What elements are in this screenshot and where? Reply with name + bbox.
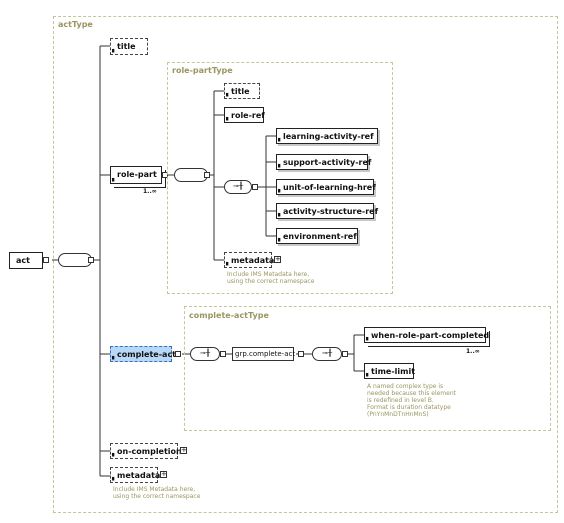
unit-of-learning-href-element[interactable]: unit-of-learning-href ▖ — [276, 179, 376, 195]
environment-ref-element[interactable]: environment-ref ▖ — [276, 228, 358, 244]
on-completion-expand-icon[interactable]: + — [180, 446, 187, 454]
element-corner-icon: ▖ — [112, 474, 117, 481]
role-part-metadata-element[interactable]: metadata ▖ — [224, 252, 275, 268]
act-label: act — [16, 256, 30, 265]
grp-complete-act-toggle[interactable] — [298, 351, 304, 357]
role-part-type-label: role-partType — [172, 66, 233, 75]
element-corner-icon: ▖ — [112, 450, 117, 457]
activity-structure-ref-label: activity-structure-ref — [283, 207, 379, 216]
role-part-element[interactable]: role-part ▖ — [110, 166, 162, 184]
element-corner-icon: ▖ — [278, 235, 283, 242]
element-corner-icon: ▖ — [278, 186, 283, 193]
time-limit-element[interactable]: time-limit ▖ — [364, 363, 416, 379]
support-activity-ref-element[interactable]: support-activity-ref ▖ — [276, 154, 372, 170]
role-part-sequence-compositor[interactable] — [174, 168, 208, 182]
element-corner-icon: ▖ — [112, 46, 117, 53]
grp-choice-toggle[interactable] — [342, 351, 348, 357]
choice-compositor[interactable]: ⊸╫ — [224, 180, 252, 194]
element-corner-icon: ▖ — [366, 334, 371, 341]
element-corner-icon: ▖ — [366, 370, 371, 377]
role-part-sequence-toggle[interactable] — [204, 172, 210, 178]
grp-complete-act-group[interactable]: grp.complete-act — [232, 347, 295, 361]
grp-choice-compositor[interactable]: ⊸╫ — [312, 347, 342, 361]
complete-act-toggle[interactable] — [175, 351, 181, 357]
complete-act-choice-compositor[interactable]: ⊸╫ — [190, 347, 220, 361]
on-completion-label: on-completion — [117, 447, 182, 456]
element-corner-icon: ▖ — [226, 114, 231, 121]
metadata-element[interactable]: metadata ▖ — [110, 467, 161, 483]
environment-ref-label: environment-ref — [283, 232, 357, 241]
complete-act-type-group — [184, 306, 551, 431]
role-ref-element[interactable]: role-ref ▖ — [224, 107, 265, 123]
metadata-expand-icon[interactable]: + — [160, 470, 167, 478]
sequence-compositor[interactable] — [58, 253, 92, 267]
act-collapse-toggle[interactable] — [43, 257, 49, 263]
metadata-label: metadata — [117, 471, 161, 480]
sequence-collapse-toggle[interactable] — [88, 257, 94, 263]
learning-activity-ref-element[interactable]: learning-activity-ref ▖ — [276, 128, 378, 144]
act-element[interactable]: act — [9, 252, 43, 269]
element-corner-icon: ▖ — [226, 90, 231, 97]
complete-act-type-label: complete-actType — [189, 311, 269, 320]
time-limit-label: time-limit — [371, 367, 416, 376]
element-corner-icon: ▖ — [112, 353, 117, 360]
title-label: title — [117, 42, 136, 51]
choice-icon: ⊸╫ — [321, 349, 333, 357]
choice-toggle[interactable] — [252, 184, 258, 190]
role-part-title-element[interactable]: title ▖ — [224, 83, 260, 99]
role-part-metadata-doc: Include IMS Metadata here, using the cor… — [227, 271, 315, 285]
act-type-group — [53, 16, 558, 513]
role-part-metadata-expand-icon[interactable]: + — [274, 255, 281, 263]
activity-structure-ref-element[interactable]: activity-structure-ref ▖ — [276, 203, 378, 219]
unit-of-learning-href-label: unit-of-learning-href — [283, 183, 376, 192]
act-type-label: actType — [58, 20, 93, 29]
role-part-type-group — [167, 62, 393, 294]
complete-act-element[interactable]: complete-act ▖ — [110, 346, 176, 362]
choice-icon: ⊸╫ — [199, 349, 211, 357]
time-limit-doc: A named complex type is needed because t… — [367, 383, 457, 418]
when-role-part-completed-label: when-role-part-completed — [371, 331, 490, 340]
role-ref-label: role-ref — [231, 111, 265, 120]
role-part-occurrence: 1..∞ — [143, 188, 157, 195]
support-activity-ref-label: support-activity-ref — [283, 158, 372, 167]
choice-icon: ⊸╫ — [232, 182, 244, 190]
element-corner-icon: ▖ — [278, 135, 283, 142]
when-role-part-completed-element[interactable]: when-role-part-completed ▖ — [364, 327, 490, 343]
element-corner-icon: ▖ — [278, 210, 283, 217]
metadata-doc: Include IMS Metadata here, using the cor… — [113, 486, 201, 500]
element-corner-icon: ▖ — [226, 259, 231, 266]
when-role-part-completed-occurrence: 1..∞ — [466, 348, 480, 355]
on-completion-element[interactable]: on-completion ▖ — [110, 443, 182, 459]
element-corner-icon: ▖ — [112, 175, 117, 182]
learning-activity-ref-label: learning-activity-ref — [283, 132, 374, 141]
role-part-label: role-part — [117, 170, 157, 179]
role-part-metadata-label: metadata — [231, 256, 275, 265]
role-part-title-label: title — [231, 87, 250, 96]
complete-act-label: complete-act — [117, 350, 177, 359]
element-corner-icon: ▖ — [278, 161, 283, 168]
title-element[interactable]: title ▖ — [110, 38, 148, 55]
complete-act-choice-toggle[interactable] — [220, 351, 226, 357]
